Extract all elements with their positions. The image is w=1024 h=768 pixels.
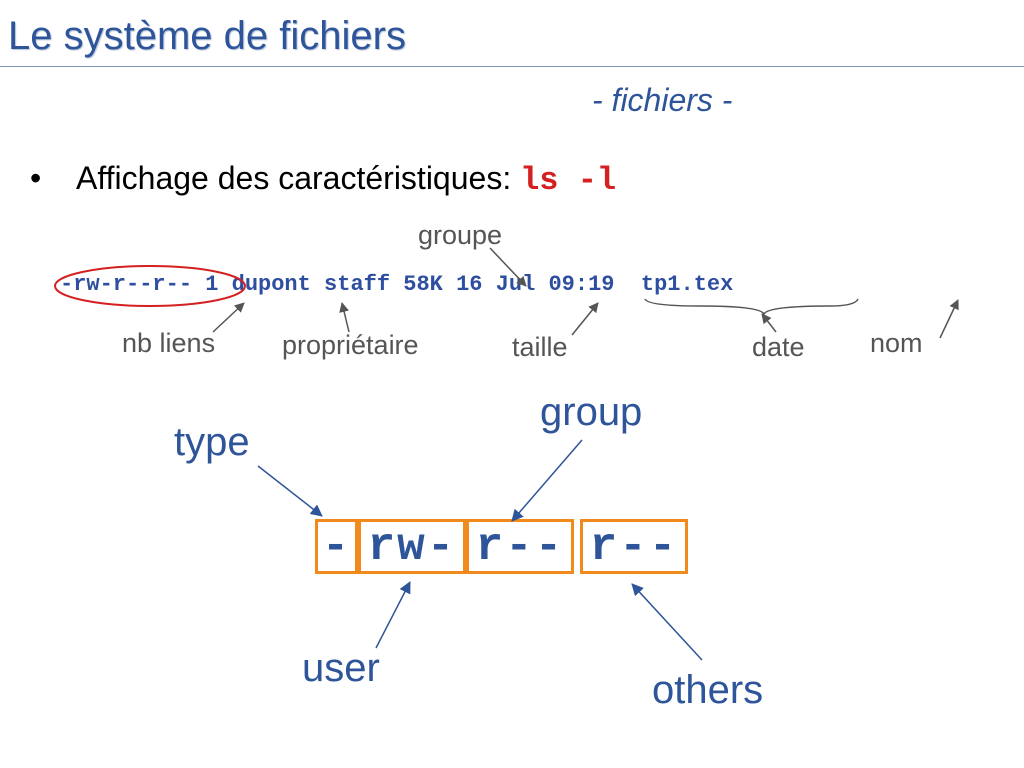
perm-user-box: rw- [358, 519, 466, 574]
label-others: others [652, 668, 764, 712]
label-nom: nom [870, 328, 923, 358]
perm-type-box: - [315, 519, 358, 574]
label-type: type [174, 420, 250, 464]
label-user: user [302, 646, 380, 690]
bullet-text: Affichage des caractéristiques: [76, 160, 521, 196]
slide-subtitle: - fichiers - [592, 82, 733, 118]
arrow-taille [571, 302, 599, 336]
ls-output-line: -rw-r--r-- 1 dupont staff 58K 16 Jul 09:… [60, 272, 734, 297]
perm-others-box: r-- [580, 519, 688, 574]
arrow-group [511, 439, 583, 522]
label-nb-liens: nb liens [122, 328, 216, 358]
ls-command: ls -l [520, 162, 617, 199]
permissions-ellipse [54, 265, 246, 307]
date-brace [644, 298, 859, 316]
bullet-icon: • [30, 160, 42, 196]
label-proprietaire: propriétaire [282, 330, 419, 360]
arrow-type [257, 465, 323, 517]
label-group: group [540, 390, 643, 434]
arrow-proprietaire [339, 302, 350, 333]
label-groupe: groupe [418, 220, 503, 250]
arrow-user [375, 581, 411, 649]
arrow-date [761, 313, 777, 333]
arrow-nb-liens [212, 302, 245, 333]
arrow-others [631, 583, 703, 661]
label-taille: taille [512, 332, 568, 362]
slide-title: Le système de fichiers [8, 14, 406, 58]
bullet-item: • Affichage des caractéristiques: ls -l [30, 160, 616, 199]
title-divider [0, 66, 1024, 67]
label-date: date [752, 332, 805, 362]
arrow-groupe [489, 247, 527, 287]
arrow-nom [939, 299, 959, 339]
